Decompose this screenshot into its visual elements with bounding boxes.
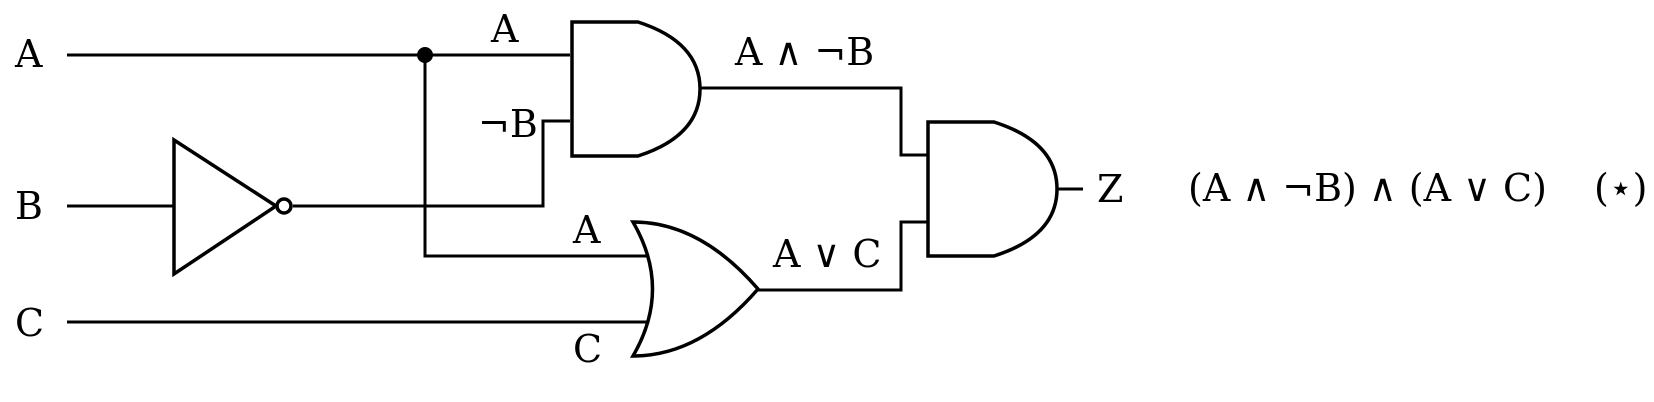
and-gate-1 [570,20,702,158]
boolean-expression: (A ∧ ¬B) ∧ (A ∨ C) [1188,166,1547,210]
and-gate-2 [926,120,1059,258]
input-label-b: B [15,184,43,228]
equation-tag: (⋆) [1594,166,1647,210]
or-gate [629,220,761,358]
not-gate [172,136,293,278]
or-input-label-a: A [572,208,601,252]
junction-dot [417,47,433,63]
and1-input-label-not-b: ¬B [478,102,538,146]
or-output-label: A ∨ C [772,232,882,276]
wires [67,47,1083,324]
wire-or-output [758,220,928,292]
wire-and1-output [700,86,928,157]
output-label-z: Z [1097,167,1123,211]
and1-input-label-a: A [490,7,519,51]
wire-a-branch [423,55,649,258]
or-input-label-c: C [573,327,602,371]
input-label-a: A [14,32,43,76]
input-label-c: C [15,301,44,345]
and1-output-label: A ∧ ¬B [734,30,874,74]
wire-not-b-output [293,119,570,208]
